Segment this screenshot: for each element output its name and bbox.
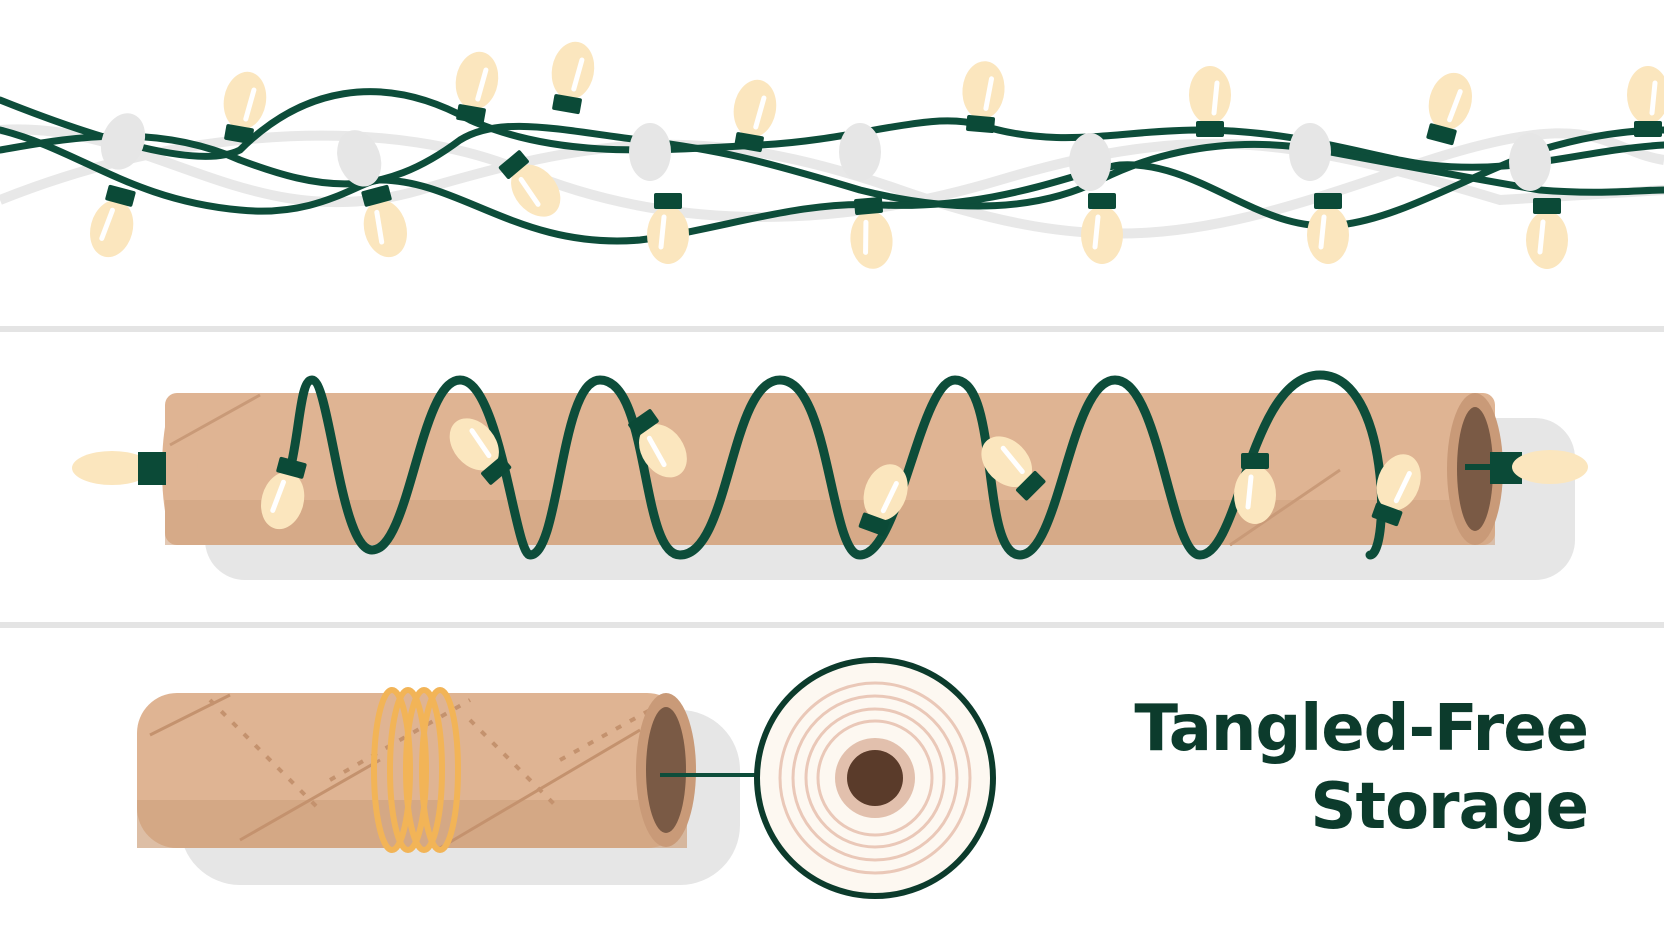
coiled-tube-bottom — [137, 657, 996, 899]
divider-top — [0, 326, 1664, 332]
caption-line-2: Storage — [1310, 770, 1589, 844]
wire-spool-icon — [754, 657, 996, 899]
light-end-left — [72, 451, 166, 485]
wrapped-wire — [285, 370, 1387, 560]
light-string-top — [0, 38, 1664, 270]
cardboard-tube-icon — [162, 393, 1503, 547]
light-end-right — [1465, 450, 1588, 484]
wire-coil — [371, 687, 461, 853]
caption-line-1: Tangled-Free — [1134, 692, 1589, 766]
divider-bottom — [0, 622, 1664, 628]
wrapped-tube-middle — [72, 370, 1588, 580]
caption: Tangled-Free Storage — [960, 690, 1589, 846]
cardboard-tube-icon — [137, 693, 696, 850]
